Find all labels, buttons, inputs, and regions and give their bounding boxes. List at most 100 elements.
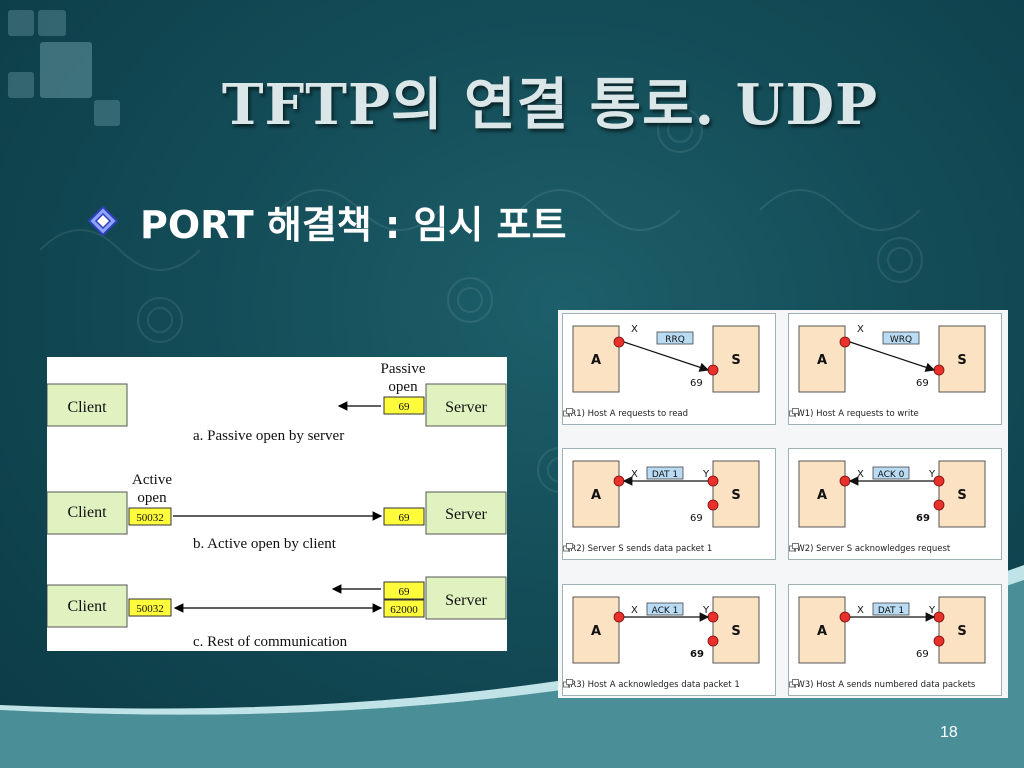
host-a-box: [798, 460, 846, 528]
expand-icon[interactable]: [563, 543, 573, 552]
message-label-box: [872, 466, 910, 480]
host-s-box: [938, 460, 986, 528]
server-port-label: 69: [399, 401, 411, 413]
decor-square: [40, 42, 92, 98]
endpoint-x: [613, 336, 625, 348]
panel-caption: (R2) Server S sends data packet 1: [567, 544, 713, 554]
message-label: ACK 0: [878, 470, 905, 480]
message-label: DAT 1: [652, 470, 678, 480]
host-s-box: [712, 460, 760, 528]
host-a-box: [798, 596, 846, 664]
port-label: 69: [916, 378, 929, 389]
decor-square: [8, 72, 34, 98]
host-s-box: [712, 325, 760, 393]
endpoint-69: [933, 364, 945, 376]
client-box: [47, 491, 128, 535]
expand-icon[interactable]: [789, 543, 799, 552]
annotation-passive-open: open: [388, 379, 418, 395]
server-port-box: [383, 396, 425, 415]
message-label: WRQ: [890, 335, 912, 345]
endpoint-x-label: X: [857, 469, 864, 480]
panel-caption: (W1) Host A requests to write: [793, 409, 919, 419]
port-label: 69: [690, 649, 704, 660]
annotation-active-open: Active: [132, 472, 172, 488]
expand-icon[interactable]: [563, 679, 573, 688]
endpoint-y-label: Y: [928, 605, 936, 616]
endpoint-x-label: X: [857, 605, 864, 616]
server-port-label: 62000: [390, 604, 418, 616]
decor-square: [94, 100, 120, 126]
caption-b: b. Active open by client: [193, 536, 337, 552]
panel-caption: (R1) Host A requests to read: [567, 409, 689, 419]
panel-caption: (R3) Host A acknowledges data packet 1: [567, 680, 740, 690]
endpoint-x-label: X: [857, 324, 864, 335]
tftp-panel-diagram: A S X 69 WRQ: [798, 324, 986, 393]
tftp-panel: A S X Y 69 DAT 1 (R2) Server S sends data pack…: [562, 448, 776, 560]
annotation-passive-open: Passive: [381, 361, 426, 377]
message-label: ACK 1: [652, 606, 679, 616]
server-label: Server: [445, 506, 487, 523]
client-label: Client: [67, 399, 107, 416]
endpoint-y: [707, 611, 719, 623]
client-port-box: [128, 507, 172, 526]
expand-icon[interactable]: [563, 408, 573, 417]
client-label: Client: [67, 598, 107, 615]
message-label-box: [656, 331, 694, 345]
server-port-box: [383, 581, 425, 600]
server-box: [425, 491, 507, 535]
host-a-box: [572, 460, 620, 528]
endpoint-y: [933, 475, 945, 487]
tftp-panel: A S X 69 WRQ (W1) Host A requests to write: [788, 313, 1002, 425]
client-box: [47, 584, 128, 628]
port-diagram-svg: Client Passive open 69 Server a. Passive…: [47, 361, 507, 650]
caption-a: a. Passive open by server: [193, 428, 344, 444]
host-s-label: S: [731, 624, 740, 639]
port-label: 69: [916, 649, 929, 660]
diamond-bullet-icon: [88, 206, 118, 236]
host-s-box: [712, 596, 760, 664]
port-label: 69: [690, 513, 703, 524]
port-label: 69: [690, 378, 703, 389]
server-box: [425, 383, 507, 427]
host-s-label: S: [957, 624, 966, 639]
host-a-label: A: [817, 353, 827, 368]
host-s-label: S: [731, 488, 740, 503]
expand-icon[interactable]: [789, 679, 799, 688]
endpoint-y: [707, 475, 719, 487]
expand-icon[interactable]: [789, 408, 799, 417]
port-diagram-figure: Client Passive open 69 Server a. Passive…: [47, 357, 507, 651]
host-a-box: [572, 596, 620, 664]
endpoint-y: [933, 611, 945, 623]
host-a-label: A: [591, 488, 601, 503]
page-number: 18: [940, 724, 958, 741]
message-label: DAT 1: [878, 606, 904, 616]
endpoint-y-label: Y: [702, 469, 710, 480]
server-port-label: 69: [399, 512, 411, 524]
host-a-label: A: [817, 488, 827, 503]
host-a-label: A: [591, 353, 601, 368]
host-a-box: [572, 325, 620, 393]
client-port-box: [128, 598, 172, 617]
endpoint-x-label: X: [631, 469, 638, 480]
host-s-box: [938, 596, 986, 664]
message-label-box: [882, 331, 920, 345]
endpoint-69: [707, 364, 719, 376]
endpoint-x: [839, 475, 851, 487]
caption-c: c. Rest of communication: [193, 634, 348, 650]
endpoint-69: [933, 635, 945, 647]
annotation-active-open: open: [137, 490, 167, 506]
message-label: RRQ: [665, 335, 685, 345]
slide-title: TFTP의 연결 통로. UDP: [221, 72, 879, 138]
decor-square: [8, 10, 34, 36]
host-s-label: S: [957, 353, 966, 368]
server-label: Server: [445, 399, 487, 416]
message-arrow: [623, 341, 710, 372]
host-a-label: A: [591, 624, 601, 639]
